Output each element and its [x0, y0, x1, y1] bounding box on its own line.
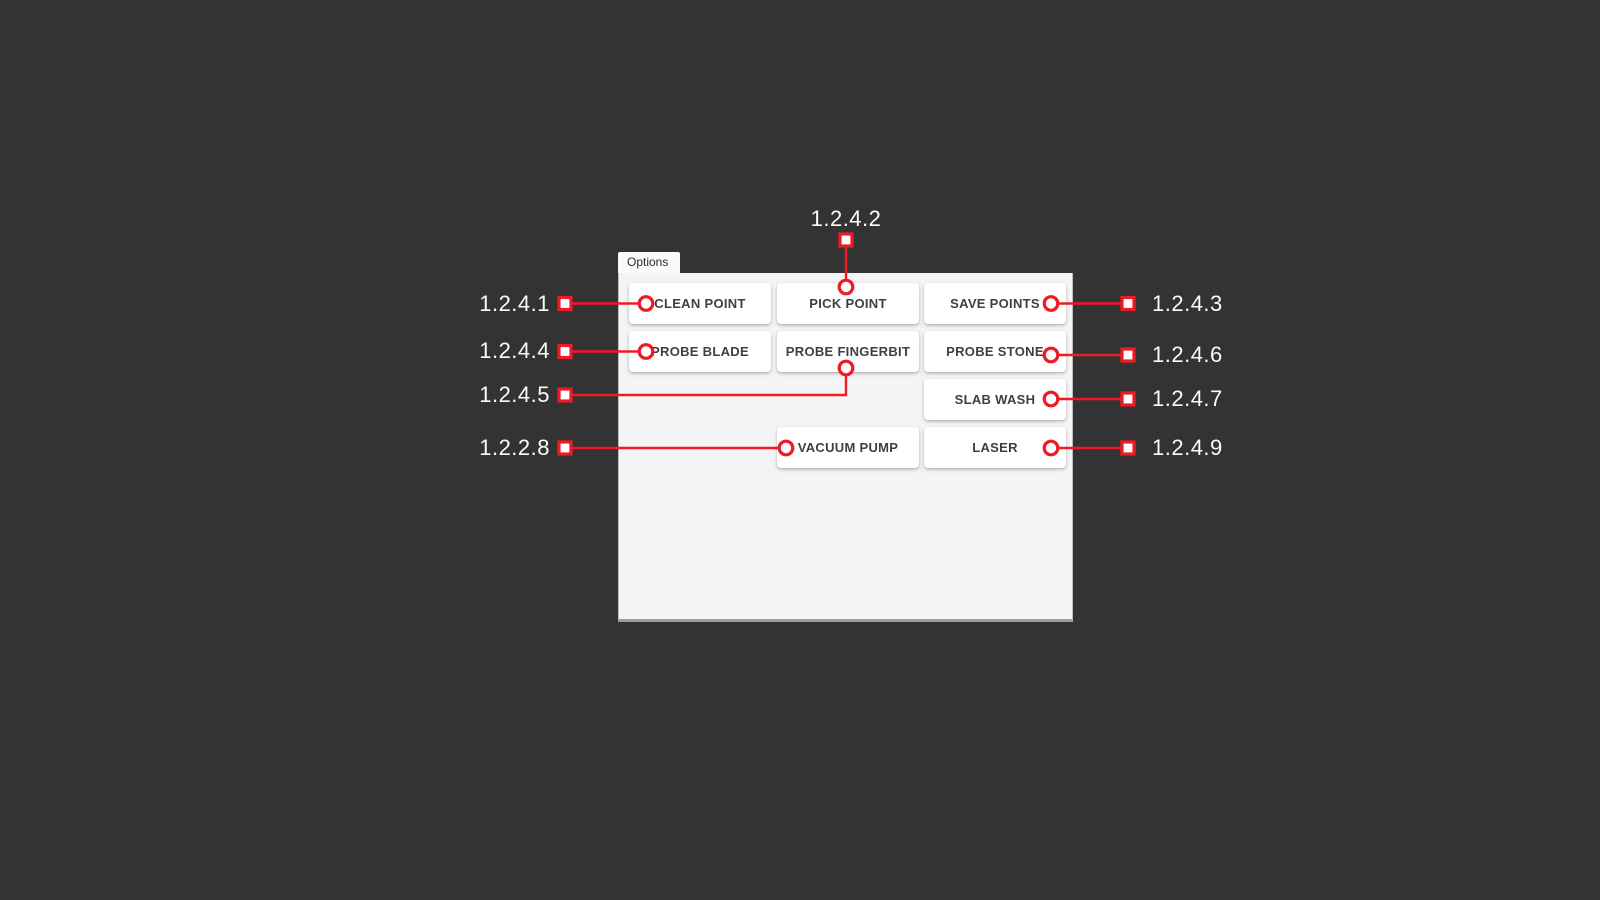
- button-clean-point[interactable]: CLEAN POINT: [629, 283, 771, 324]
- callout-label-1-2-4-7: 1.2.4.7: [1152, 386, 1223, 411]
- button-probe-stone[interactable]: PROBE STONE: [924, 331, 1066, 372]
- callout-label-1-2-4-3: 1.2.4.3: [1152, 291, 1223, 316]
- callout-square-marker: [557, 295, 573, 312]
- callout-label-1-2-4-2: 1.2.4.2: [810, 206, 882, 231]
- callout-square-marker: [1120, 440, 1136, 456]
- callout-square-marker: [557, 343, 573, 360]
- options-panel: CLEAN POINT PICK POINT SAVE POINTS PROBE…: [618, 273, 1073, 622]
- callout-square-marker: [1120, 391, 1136, 407]
- callout-label-1-2-4-4: 1.2.4.4: [479, 338, 550, 363]
- callout-square-marker: [557, 440, 573, 456]
- callout-square-marker: [557, 387, 573, 403]
- button-vacuum-pump[interactable]: VACUUM PUMP: [777, 427, 919, 468]
- callout-label-1-2-4-9: 1.2.4.9: [1152, 435, 1223, 460]
- callout-square-marker: [1120, 295, 1136, 312]
- callout-label-1-2-4-1: 1.2.4.1: [479, 291, 550, 316]
- callout-label-1-2-2-8: 1.2.2.8: [479, 435, 550, 460]
- button-probe-fingerbit[interactable]: PROBE FINGERBIT: [777, 331, 919, 372]
- button-pick-point[interactable]: PICK POINT: [777, 283, 919, 324]
- button-slab-wash[interactable]: SLAB WASH: [924, 379, 1066, 420]
- callout-square-marker: [838, 232, 854, 248]
- callout-label-1-2-4-5: 1.2.4.5: [479, 382, 550, 407]
- tab-options[interactable]: Options: [618, 252, 680, 273]
- button-save-points[interactable]: SAVE POINTS: [924, 283, 1066, 324]
- button-probe-blade[interactable]: PROBE BLADE: [629, 331, 771, 372]
- button-laser[interactable]: LASER: [924, 427, 1066, 468]
- callout-label-1-2-4-6: 1.2.4.6: [1152, 342, 1223, 367]
- callout-square-marker: [1120, 347, 1136, 363]
